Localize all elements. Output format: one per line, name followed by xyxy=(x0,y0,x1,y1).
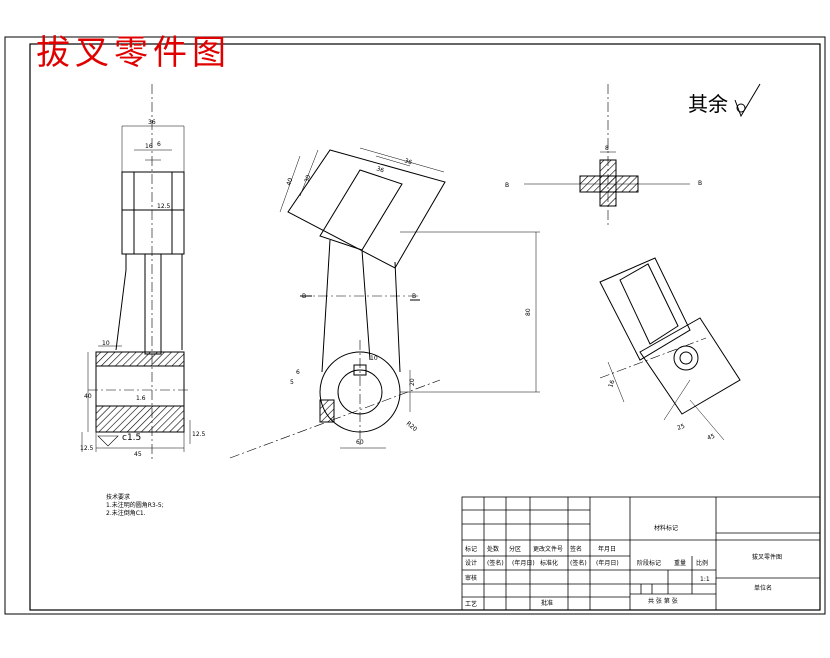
front-view xyxy=(81,84,191,460)
dim-front-slot-small: 6 xyxy=(157,141,161,148)
tb-sheets: 共 张 第 张 xyxy=(648,597,678,605)
dim-main-w1: 36 xyxy=(403,157,413,166)
label-b-main-left: B xyxy=(302,293,306,300)
dim-aux-3: 45 xyxy=(706,433,716,442)
tb-scale-value: 1:1 xyxy=(700,576,710,583)
tb-row-label-1: 处数 xyxy=(487,545,499,553)
technical-notes: 技术要求 1.未注明的圆角R3-5; 2.未注倒角C1. xyxy=(106,494,164,518)
dim-aux-2: 25 xyxy=(676,423,686,432)
label-b-left: B xyxy=(505,182,509,189)
tb-material-mark: 材料标记 xyxy=(654,524,678,532)
title-block-text: 材料标记 拔叉零件图 单位名 标记 处数 分区 更改文件号 签名 年月日 设计 … xyxy=(465,524,782,608)
dim-front-side: 12.5 xyxy=(157,203,171,210)
tb-row2-2: (年月日) xyxy=(512,559,535,567)
tb-audit: 审核 xyxy=(465,574,477,582)
inner-border xyxy=(29,43,821,611)
tb-row2-5: (年月日) xyxy=(596,559,619,567)
dim-front-top-width: 36 xyxy=(148,119,156,126)
section-view-labels: B B 8 xyxy=(505,145,702,189)
dim-front-bottom-width: 45 xyxy=(134,451,142,458)
tb-row-label-2: 分区 xyxy=(509,545,521,553)
dim-front-height: 40 xyxy=(84,393,92,400)
tb-approve: 批准 xyxy=(541,599,553,607)
drawing-title: 拔叉零件图 xyxy=(36,33,231,73)
dim-main-h1: 40 xyxy=(285,177,294,187)
notes-heading: 技术要求 xyxy=(106,494,131,501)
dim-main-radius: R20 xyxy=(405,420,419,433)
notes-line-1: 1.未注明的圆角R3-5; xyxy=(106,502,164,509)
roughness-symbol xyxy=(734,83,761,118)
surface-note: 其余 xyxy=(688,92,728,116)
title-block xyxy=(461,496,821,611)
label-b-right: B xyxy=(698,180,702,187)
tb-row-label-4: 签名 xyxy=(570,545,582,553)
section-view xyxy=(524,84,690,226)
label-b-main-right: B xyxy=(412,293,416,300)
dim-front-left-step: 10 xyxy=(102,340,110,347)
front-view-labels: 36 16 6 12.5 10 40 45 1.6 c1.5 12.5 12.5 xyxy=(80,119,206,458)
dim-main-w2: 36 xyxy=(375,165,385,174)
tb-row-label-3: 更改文件号 xyxy=(533,545,563,553)
dim-front-chamfer: c1.5 xyxy=(122,433,141,443)
dim-main-vertical: 80 xyxy=(525,308,532,316)
dim-front-bore: 1.6 xyxy=(136,395,146,402)
tb-row-label-5: 年月日 xyxy=(598,545,616,553)
tb-scale-label: 比例 xyxy=(696,559,708,567)
tb-part-name: 拔叉零件图 xyxy=(752,553,782,561)
dim-front-right-small: 12.5 xyxy=(192,431,206,438)
dim-left-small: 12.5 xyxy=(80,445,94,452)
aux-view xyxy=(599,257,741,441)
dim-main-small2: 5 xyxy=(290,379,294,386)
tb-stage-label: 阶段标记 xyxy=(637,559,661,567)
dim-main-angle: 60 xyxy=(356,439,364,446)
dim-main-side: 10 xyxy=(370,355,378,362)
tb-row2-1: (签名) xyxy=(487,559,504,567)
main-view xyxy=(229,147,540,459)
tb-row2-3: 标准化 xyxy=(540,559,558,567)
outer-border xyxy=(4,36,826,615)
notes-line-2: 2.未注倒角C1. xyxy=(106,510,146,517)
dim-section-width: 8 xyxy=(605,145,609,152)
tb-weight-label: 重量 xyxy=(674,559,686,567)
dim-main-h2: 30 xyxy=(303,174,312,184)
dim-main-bore: 20 xyxy=(409,378,416,386)
dim-main-small1: 6 xyxy=(296,369,300,376)
tb-row2-0: 设计 xyxy=(465,559,477,567)
tb-row-label-0: 标记 xyxy=(465,545,477,553)
aux-view-labels: 16 25 45 xyxy=(607,379,716,442)
dim-aux-1: 16 xyxy=(607,379,616,389)
tb-process: 工艺 xyxy=(465,600,477,608)
dim-front-slot-width: 16 xyxy=(145,143,153,150)
tb-unit: 单位名 xyxy=(754,584,772,592)
tb-row2-4: (签名) xyxy=(570,559,587,567)
